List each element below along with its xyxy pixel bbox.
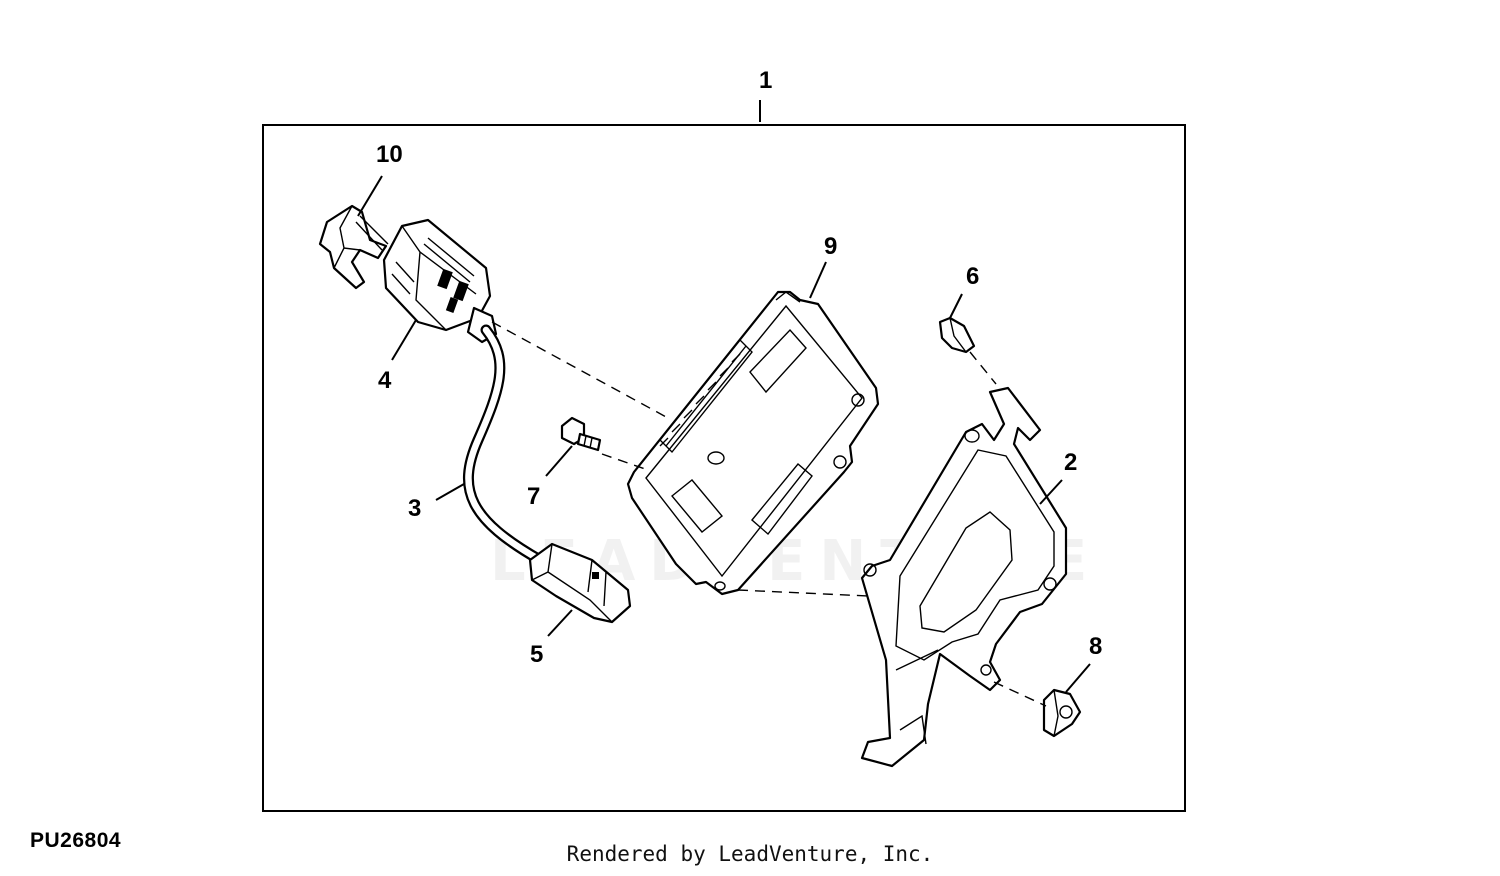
- alignment-line-module: [737, 589, 869, 597]
- controller-module[interactable]: [626, 290, 880, 596]
- leader-7: [545, 445, 573, 477]
- callout-9[interactable]: 9: [824, 233, 837, 260]
- alignment-line-nut-lower: [993, 681, 1047, 707]
- alignment-line-nut-upper: [969, 351, 997, 385]
- mounting-bolt[interactable]: [560, 416, 602, 452]
- clip-nut-lower[interactable]: [1042, 688, 1082, 738]
- connector-lock-clip[interactable]: [318, 204, 389, 290]
- callout-7[interactable]: 7: [527, 483, 540, 510]
- leader-3: [435, 483, 465, 501]
- callout-6[interactable]: 6: [966, 263, 979, 290]
- callout-4[interactable]: 4: [378, 367, 392, 394]
- leader-2: [1039, 479, 1063, 505]
- callout-10[interactable]: 10: [376, 141, 403, 168]
- callout-8[interactable]: 8: [1089, 633, 1102, 660]
- leader-9: [809, 261, 827, 299]
- wiring-cable[interactable]: [463, 324, 546, 566]
- leader-6: [949, 293, 963, 319]
- leader-10: [357, 175, 383, 217]
- assembly-frame: [262, 124, 1186, 812]
- callout-3[interactable]: 3: [408, 495, 421, 522]
- render-credit: Rendered by LeadVenture, Inc.: [566, 842, 934, 866]
- alignment-line-connector: [491, 321, 669, 419]
- callout-5[interactable]: 5: [530, 641, 543, 668]
- callout-1[interactable]: 1: [759, 67, 772, 94]
- leader-8: [1065, 663, 1091, 693]
- harness-connector[interactable]: [382, 218, 498, 344]
- mounting-bracket[interactable]: [860, 386, 1068, 768]
- leader-4: [391, 319, 417, 361]
- clip-nut-upper[interactable]: [938, 316, 976, 354]
- terminal-plug[interactable]: [528, 542, 632, 624]
- leader-5: [547, 609, 573, 637]
- callout-2[interactable]: 2: [1064, 449, 1077, 476]
- figure-id: PU26804: [30, 829, 122, 852]
- alignment-line-bolt: [601, 453, 649, 471]
